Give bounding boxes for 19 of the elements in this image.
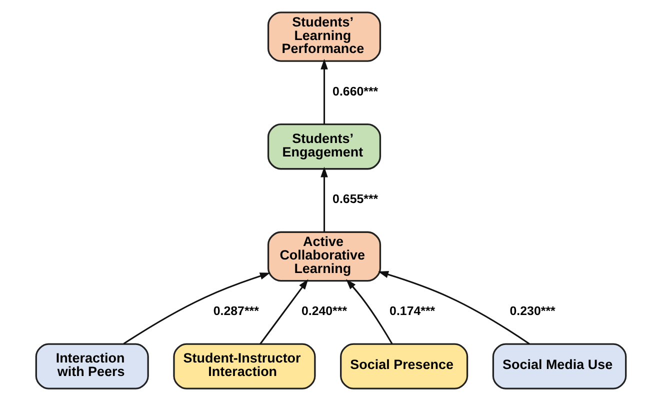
edge-label: 0.174*** [390,304,436,318]
node-box: Social Media Use [492,343,627,390]
edge-label: 0.655*** [332,192,378,206]
edge-label: 0.230*** [510,304,556,318]
edge-label: 0.287*** [213,304,259,318]
arrow [320,58,328,124]
arrow [260,279,308,344]
node-box: Active Collaborative Learning [267,231,382,282]
node-box: Social Presence [340,343,468,390]
arrow [320,166,328,232]
node-box: Student-Instructor Interaction [173,343,316,390]
node-box: Interaction with Peers [35,343,149,390]
edge-label: 0.660*** [332,84,378,98]
node-box: Students’ Engagement [267,124,382,170]
edge-label: 0.240*** [301,304,348,318]
node-box: Students’ Learning Performance [267,12,382,62]
arrow [378,270,530,344]
arrow [123,272,270,344]
arrow [346,279,393,344]
